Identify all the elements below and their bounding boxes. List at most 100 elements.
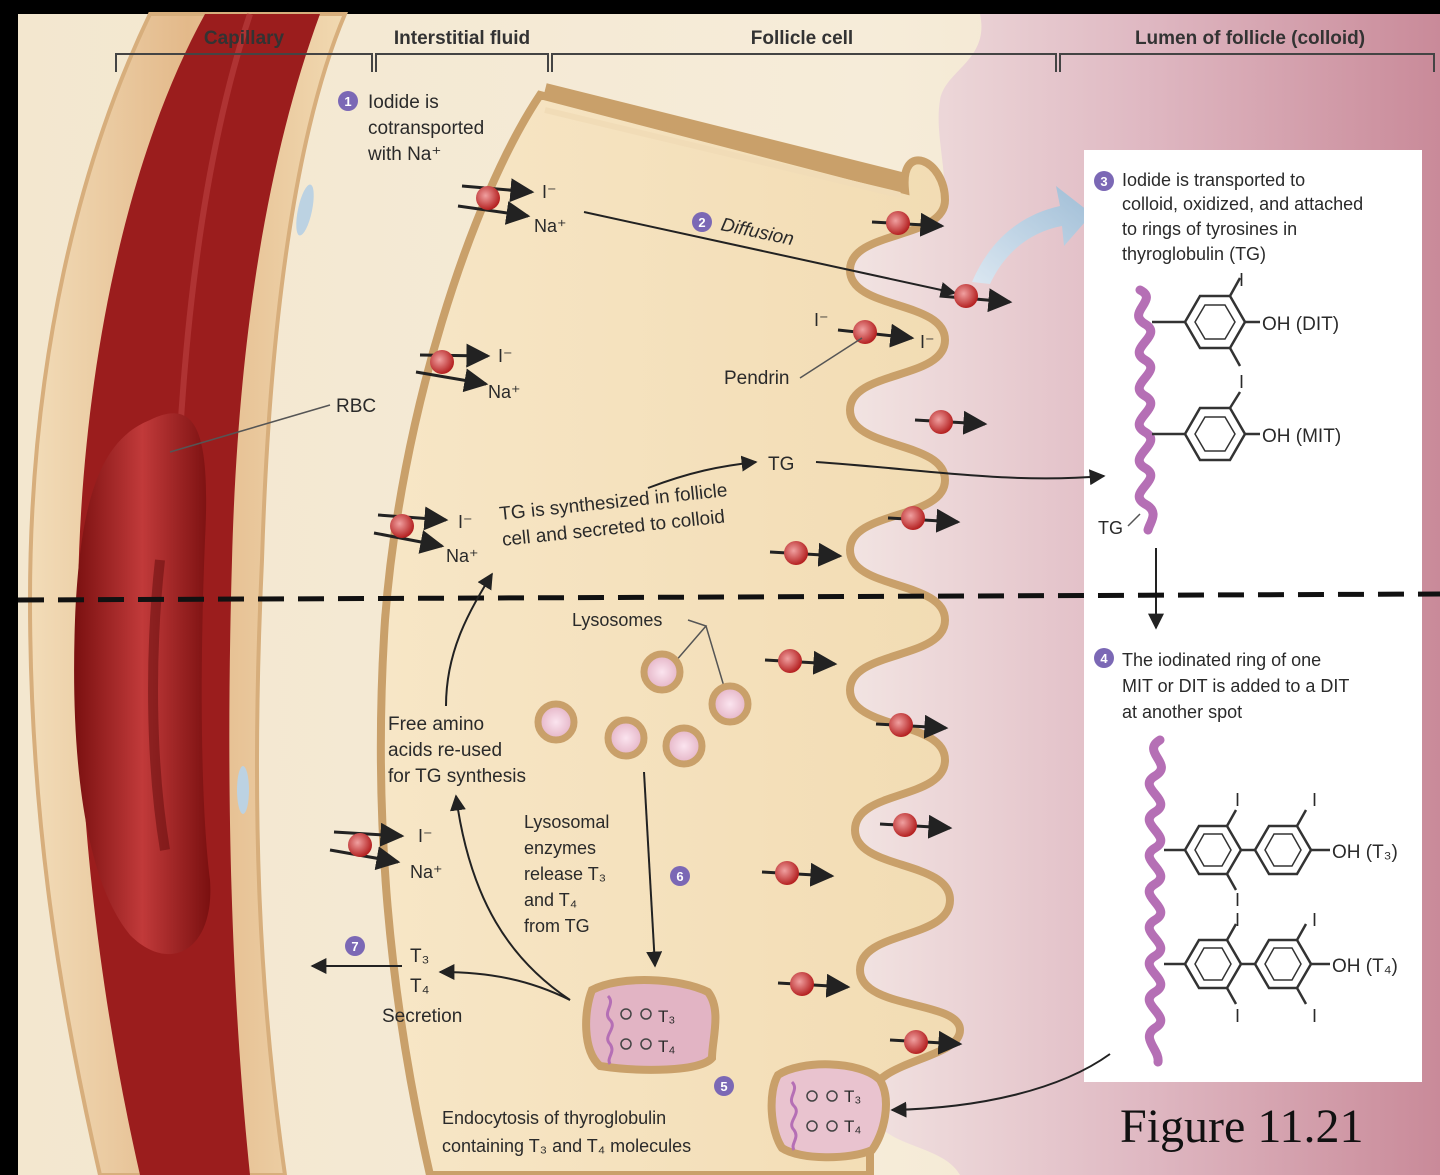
step-5-text: Endocytosis of thyroglobulin containing … xyxy=(442,1108,691,1156)
t4-i-2: I xyxy=(1312,910,1317,930)
svg-text:I⁻: I⁻ xyxy=(418,826,433,846)
t4-i-4: I xyxy=(1312,1006,1317,1026)
nis-transporter-4: I⁻ Na⁺ xyxy=(329,822,443,882)
t3-i-3: I xyxy=(1235,890,1240,910)
svg-text:Na⁺: Na⁺ xyxy=(534,216,567,236)
t3-i-2: I xyxy=(1312,790,1317,810)
step-1-number: 1 xyxy=(344,94,351,109)
cell-junction xyxy=(543,83,907,187)
svg-text:Na⁺: Na⁺ xyxy=(446,546,479,566)
dit-i-top: I xyxy=(1239,270,1244,290)
chemistry-panel xyxy=(1084,150,1422,1082)
tg-label: TG xyxy=(768,454,794,475)
step-7-badge xyxy=(345,936,365,956)
t3-rings xyxy=(1164,809,1330,891)
step-3-text: Iodide is transported to colloid, oxidiz… xyxy=(1122,170,1368,264)
endothelial-nucleus xyxy=(296,184,314,236)
mit-label: OH (MIT) xyxy=(1262,426,1341,447)
step-6-number: 6 xyxy=(676,869,683,884)
step-7-text: T₃ T₄ Secretion xyxy=(382,946,462,1027)
step-3-number: 3 xyxy=(1100,174,1107,189)
lysosome-vesicles xyxy=(534,650,752,768)
endocytic-tg xyxy=(789,1080,798,1151)
tg-chain-lower xyxy=(1144,735,1166,1067)
dit-i-bottom: I xyxy=(1239,372,1244,392)
pendrin-iodide-in: I⁻ xyxy=(814,310,829,330)
follicle-cell xyxy=(376,90,965,1175)
svg-text:I⁻: I⁻ xyxy=(498,346,513,366)
endocytic-t4: T₄ xyxy=(844,1117,861,1136)
step-3-badge xyxy=(1094,171,1114,191)
t3-label: OH (T₃) xyxy=(1332,842,1398,863)
t4-i-1: I xyxy=(1235,910,1240,930)
cell-junction-inner xyxy=(544,107,901,198)
step-5-number: 5 xyxy=(720,1079,727,1094)
phagolysosome xyxy=(582,976,720,1074)
endocytic-t3: T₃ xyxy=(844,1087,861,1106)
oxidation-arrow xyxy=(972,186,1092,284)
step-2-number: 2 xyxy=(698,215,705,230)
endothelial-nucleus xyxy=(237,766,249,814)
tg-chain-label: TG xyxy=(1098,518,1123,538)
svg-text:Na⁺: Na⁺ xyxy=(488,382,521,402)
phagolysosome-t4: T₄ xyxy=(658,1037,675,1056)
pendrin-iodide-out: I⁻ xyxy=(920,332,935,352)
pendrin-leader xyxy=(799,337,863,379)
step-1-badge xyxy=(338,91,358,111)
endocytosis-arrow xyxy=(890,1053,1111,1118)
lysosome-fusion-arrow xyxy=(643,771,663,968)
t4-label: OH (T₄) xyxy=(1332,956,1398,977)
dit-ring xyxy=(1152,277,1260,367)
tg-synthesis-arrow xyxy=(647,455,758,489)
header-interstitial-fluid: Interstitial fluid xyxy=(394,28,530,49)
tg-chain-leader xyxy=(1127,513,1141,527)
step-7-number: 7 xyxy=(351,939,358,954)
lysosomes-label: Lysosomes xyxy=(572,610,662,630)
nis-transporter-2: I⁻ Na⁺ xyxy=(415,343,521,402)
t4-i-3: I xyxy=(1235,1006,1240,1026)
tg-secretion-arrow xyxy=(815,461,1106,486)
step-1-text: Iodide is cotransported with Na⁺ xyxy=(367,92,489,165)
rbc-shape xyxy=(74,413,211,955)
step-5-badge xyxy=(714,1076,734,1096)
step-4-badge xyxy=(1094,648,1114,668)
nis-transporter-3: I⁻ Na⁺ xyxy=(373,506,479,566)
step-6-text: Lysosomal enzymes release T₃ and T₄ from… xyxy=(524,812,614,936)
phagolysosome-t3: T₃ xyxy=(658,1007,675,1026)
header-brackets xyxy=(115,53,1435,72)
amino-return-arrow xyxy=(449,794,571,1001)
diffusion-arrow xyxy=(583,211,957,298)
header-lumen: Lumen of follicle (colloid) xyxy=(1135,28,1365,49)
phagolysosome-tg xyxy=(605,994,614,1065)
step-2-badge xyxy=(692,212,712,232)
pendrin-label: Pendrin xyxy=(724,368,790,389)
header-capillary: Capillary xyxy=(204,28,285,49)
t3-i-1: I xyxy=(1235,790,1240,810)
step-4-text: The iodinated ring of one MIT or DIT is … xyxy=(1122,650,1354,722)
rbc-center xyxy=(148,559,170,851)
rbc-label: RBC xyxy=(336,396,376,417)
svg-text:Na⁺: Na⁺ xyxy=(410,862,443,882)
t4-rings xyxy=(1164,923,1330,1005)
rbc-leader xyxy=(169,404,331,453)
step-6-badge xyxy=(670,866,690,886)
free-amino-text: Free amino acids re-used for TG synthesi… xyxy=(388,714,526,787)
nis-transporter-1: I⁻ Na⁺ xyxy=(457,178,567,236)
endocytic-vesicle xyxy=(767,1060,890,1162)
endocytic-hormones xyxy=(806,1090,838,1132)
tg-chain-upper xyxy=(1134,285,1158,535)
hormone-release-arrow xyxy=(438,964,571,1001)
mit-ring xyxy=(1152,391,1260,462)
dit-label: OH (DIT) xyxy=(1262,314,1339,335)
svg-text:I⁻: I⁻ xyxy=(542,182,557,202)
apical-transporters xyxy=(761,211,1013,1055)
svg-text:I⁻: I⁻ xyxy=(458,512,473,532)
divider-dashed xyxy=(17,591,1440,603)
step-4-number: 4 xyxy=(1100,651,1108,666)
header-follicle-cell: Follicle cell xyxy=(751,28,853,49)
phagolysosome-hormones xyxy=(620,1008,652,1050)
figure-caption: Figure 11.21 xyxy=(1120,1100,1364,1153)
amino-reuse-arrow xyxy=(445,572,493,707)
